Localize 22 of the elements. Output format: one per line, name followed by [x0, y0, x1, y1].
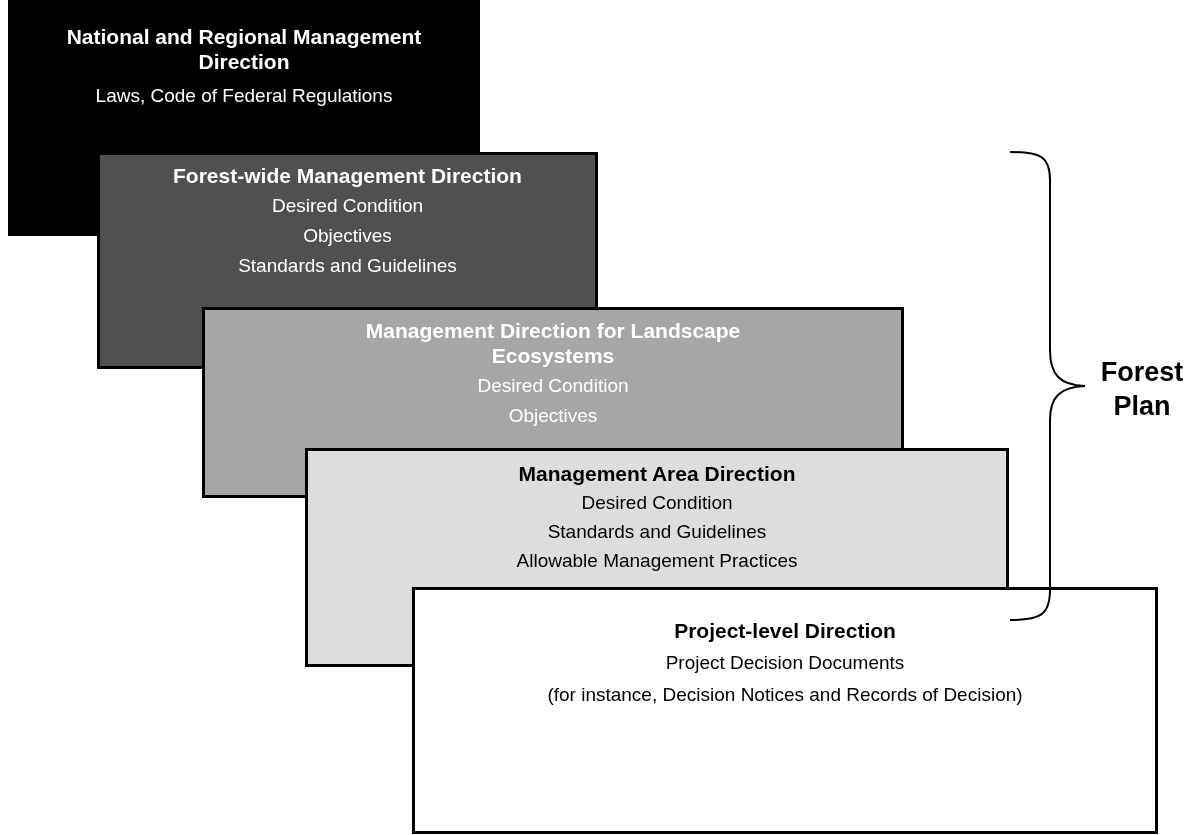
card-heading: National and Regional Management Direction	[65, 24, 423, 74]
card-heading: Management Area Direction	[518, 461, 796, 486]
card-heading: Forest-wide Management Direction	[173, 163, 522, 188]
card-item: Allowable Management Practices	[516, 549, 798, 573]
card-item: (for instance, Decision Notices and Records of Decision)	[547, 683, 1023, 707]
bracket-label: Forest Plan	[1099, 356, 1185, 423]
direction-card	[8, 0, 480, 152]
card-item: Objectives	[508, 404, 598, 428]
card-heading: Project-level Direction	[674, 618, 896, 643]
direction-card	[202, 307, 904, 448]
card-item: Desired Condition	[272, 194, 423, 218]
direction-card	[305, 448, 1009, 587]
card-item: Desired Condition	[581, 491, 733, 515]
card-heading: Management Direction for Landscape Ecosystems	[364, 318, 742, 368]
card-item: Standards and Guidelines	[238, 254, 457, 278]
card-item: Laws, Code of Federal Regulations	[95, 84, 393, 108]
card-item: Project Decision Documents	[665, 651, 905, 675]
direction-card	[412, 587, 1158, 834]
direction-card	[97, 152, 598, 307]
card-item: Desired Condition	[477, 374, 629, 398]
card-item: Standards and Guidelines	[547, 520, 767, 544]
card-item: Objectives	[303, 224, 392, 248]
